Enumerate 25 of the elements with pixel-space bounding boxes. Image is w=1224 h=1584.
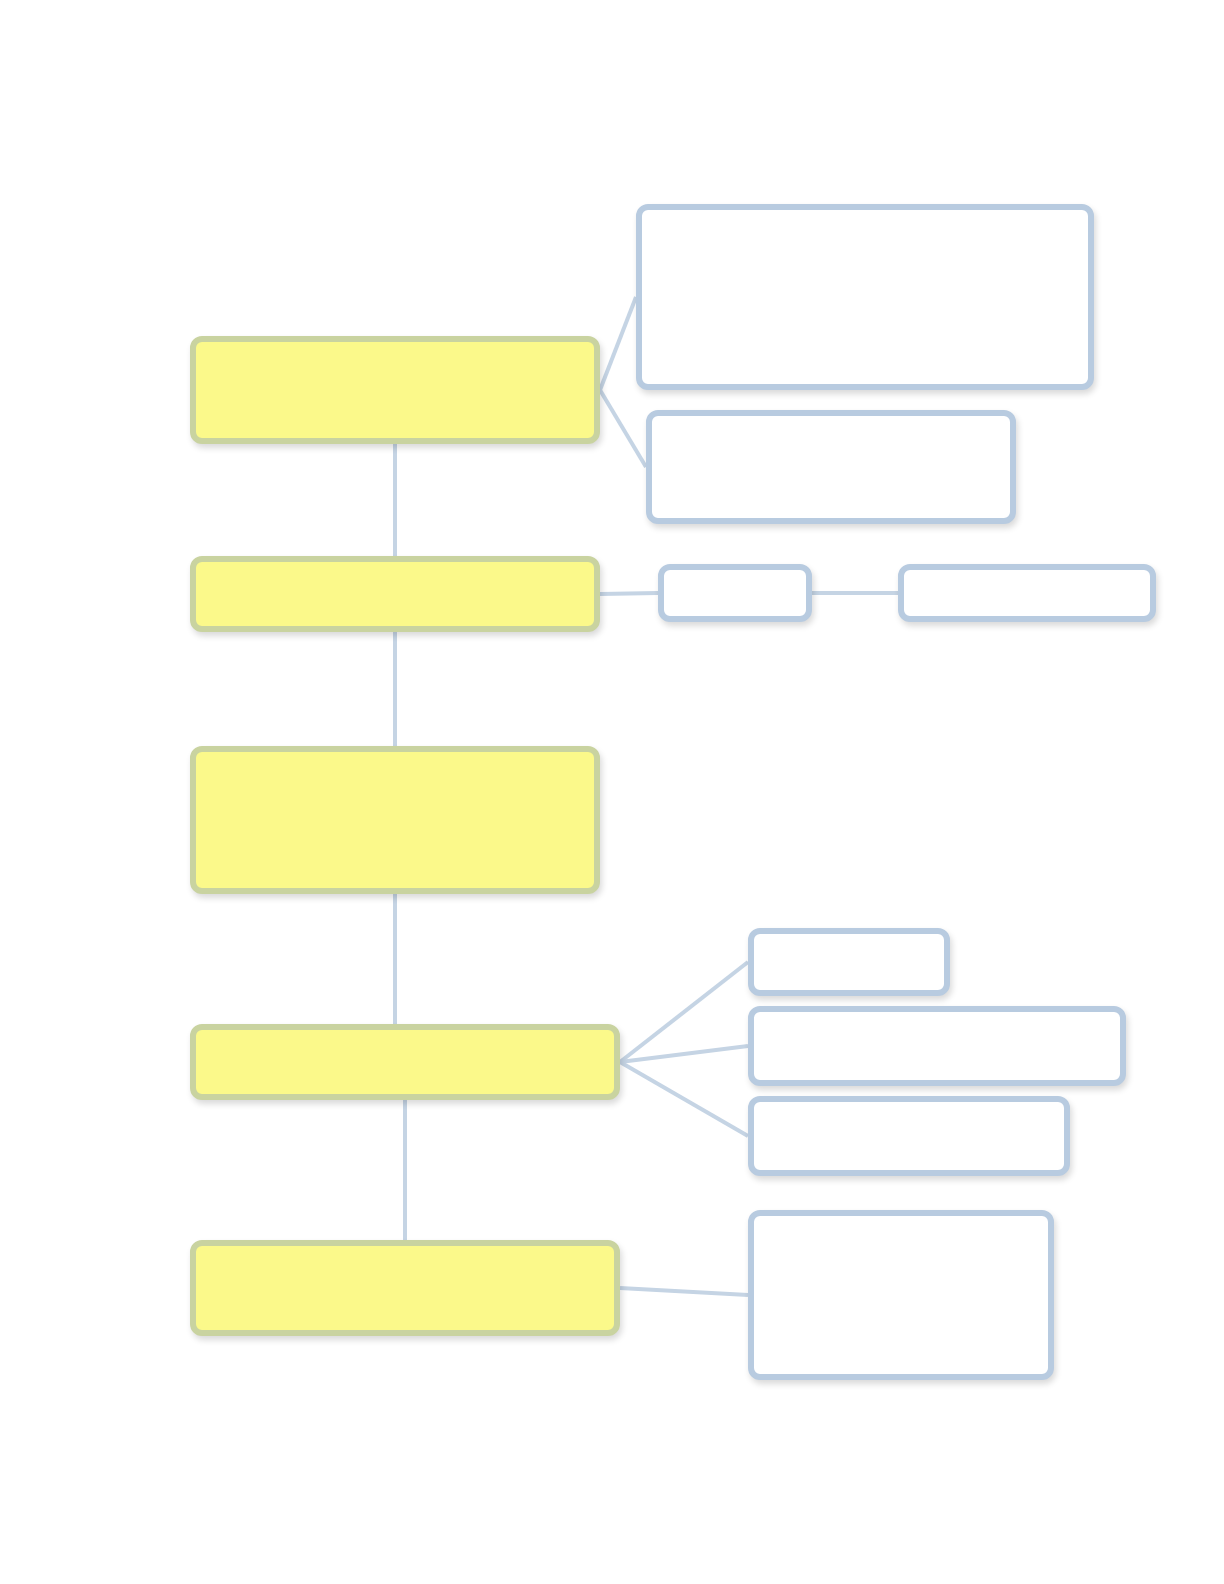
connector-line xyxy=(599,591,659,596)
connector-line xyxy=(393,894,397,1024)
note-box xyxy=(748,1096,1070,1176)
connector-line xyxy=(618,960,750,1064)
connector-line xyxy=(393,632,397,746)
step-box xyxy=(190,1024,620,1100)
step-box xyxy=(190,1240,620,1336)
step-box xyxy=(190,746,600,894)
step-box xyxy=(190,556,600,632)
connector-line xyxy=(619,1060,749,1138)
note-box xyxy=(748,928,950,996)
note-box xyxy=(898,564,1156,622)
note-box xyxy=(646,410,1016,524)
note-box xyxy=(636,204,1094,390)
note-box xyxy=(748,1006,1126,1086)
connector-line xyxy=(598,296,638,391)
connector-line xyxy=(598,388,648,469)
note-box xyxy=(748,1210,1054,1380)
connector-line xyxy=(812,591,898,595)
connector-line xyxy=(619,1044,749,1064)
connector-line xyxy=(403,1100,407,1240)
connector-line xyxy=(619,1286,749,1297)
note-box xyxy=(658,564,812,622)
step-box xyxy=(190,336,600,444)
connector-line xyxy=(393,444,397,556)
